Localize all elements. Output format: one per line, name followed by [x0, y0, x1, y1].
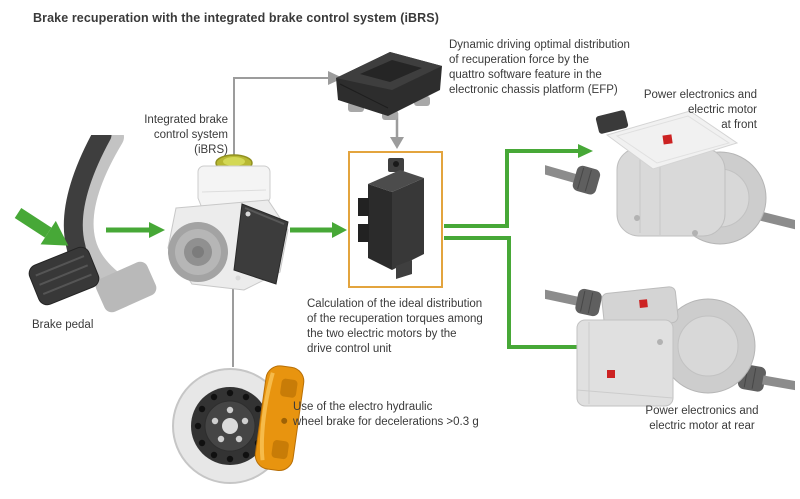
calculation-label: Calculation of the ideal distribution of…	[307, 298, 483, 355]
ibrs-label: Integrated brake control system (iBRS)	[144, 114, 228, 156]
wheel-brake-label: Use of the electro hydraulic wheel brake…	[293, 401, 479, 428]
brake-pedal-label: Brake pedal	[32, 319, 94, 331]
s-badge-icon	[662, 134, 673, 145]
rear-motor-label: Power electronics and electric motor at …	[645, 405, 759, 432]
brake-disc-image	[172, 365, 305, 484]
pedal-to-ibrs-arrow	[106, 222, 165, 238]
diagram-title: Brake recuperation with the integrated b…	[33, 11, 440, 25]
orange-highlight-box	[348, 151, 443, 288]
s-badge-icon	[607, 370, 615, 378]
ecu-efp-image	[336, 52, 442, 120]
s-badge-icon	[639, 299, 648, 309]
gray-connector-ibrs-to-efp	[233, 71, 343, 168]
front-motor-image	[545, 110, 795, 245]
front-motor-label: Power electronics and electric motor at …	[643, 89, 757, 131]
brake-caliper	[254, 365, 305, 472]
dcu-to-front-motor-arrow	[444, 144, 593, 228]
ibrs-image	[167, 154, 289, 291]
drive-control-unit-image	[358, 158, 424, 279]
rear-motor-image	[545, 286, 795, 407]
efp-label: Dynamic driving optimal distribution of …	[449, 39, 630, 96]
green-press-arrow	[14, 207, 69, 246]
brake-pedal-image	[14, 135, 157, 313]
ibrs-to-dcu-arrow	[290, 222, 347, 238]
